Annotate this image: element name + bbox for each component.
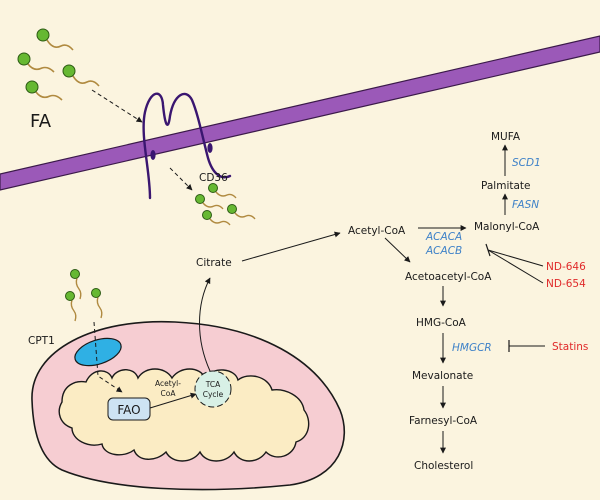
mufa-label: MUFA — [491, 131, 521, 143]
fatty-acid-molecule — [227, 204, 256, 220]
fatty-acid-molecule — [25, 80, 63, 101]
mitochondrion — [31, 320, 346, 491]
tca-cycle — [194, 370, 232, 408]
acetoacetyl-coa-label: Acetoacetyl-CoA — [405, 271, 492, 283]
statins-label: Statins — [552, 341, 588, 353]
fatty-acid-molecule — [62, 64, 100, 87]
fatty-acid-molecule — [91, 288, 103, 319]
fatty-acid-molecule — [208, 183, 237, 199]
acaca-gene: ACACA — [425, 231, 462, 243]
cd36-receptor — [142, 92, 232, 200]
arrow-acetyl-coa-to-acetoacetyl-coa — [384, 237, 411, 263]
palmitate-label: Palmitate — [481, 180, 531, 192]
cholesterol-label: Cholesterol — [414, 460, 473, 472]
arrow-tca-to-citrate — [199, 277, 211, 372]
fatty-acid-cluster-cpt1 — [65, 269, 103, 322]
fatty-acid-molecule — [195, 194, 224, 210]
nd654-label: ND-654 — [546, 278, 586, 290]
arrow-cpt1-to-fao — [93, 321, 123, 393]
fatty-acid-molecule — [202, 210, 231, 226]
mevalonate-label: Mevalonate — [412, 370, 473, 382]
fatty-acid-molecule — [65, 291, 77, 322]
malonyl-coa-label: Malonyl-CoA — [474, 221, 540, 233]
inhibition-line-nd654 — [487, 249, 544, 284]
hmg-coa-label: HMG-CoA — [416, 317, 467, 329]
fao-label: FAO — [117, 403, 140, 417]
acetyl-coa-label: Acetyl-CoA — [348, 225, 406, 237]
inhibition-bar-acc — [485, 243, 491, 257]
nd646-label: ND-646 — [546, 261, 586, 273]
fa-label: FA — [30, 111, 52, 132]
arrow-cd36-to-cytoplasm — [169, 167, 193, 191]
cpt1-label: CPT1 — [28, 335, 55, 347]
tca-label-line2: Cycle — [203, 390, 224, 399]
inhibition-line-nd646 — [487, 249, 544, 267]
cpt1-transporter — [74, 337, 122, 367]
scd1-gene: SCD1 — [512, 157, 541, 169]
mito-acetyl-coa-label-line1: Acetyl- — [155, 379, 181, 388]
citrate-label: Citrate — [196, 257, 232, 269]
fasn-gene: FASN — [512, 199, 539, 211]
mito-acetyl-coa-label-line2: CoA — [161, 389, 177, 398]
farnesyl-coa-label: Farnesyl-CoA — [409, 415, 478, 427]
fatty-acid-molecule — [17, 52, 55, 73]
acacb-gene: ACACB — [425, 245, 462, 257]
hmgcr-gene: HMGCR — [452, 342, 492, 354]
arrow-citrate-to-acetyl-coa — [241, 231, 341, 262]
tca-label-line1: TCA — [205, 380, 221, 389]
cd36-label: CD36 — [199, 172, 228, 184]
fatty-acid-molecule — [36, 28, 74, 51]
cell-membrane — [0, 35, 600, 191]
arrow-fa-to-cd36 — [91, 89, 143, 123]
fatty-acid-molecule — [70, 269, 82, 300]
fao-box — [107, 397, 151, 421]
fatty-acid-cluster-outside — [17, 28, 100, 101]
fatty-acid-cluster-inside — [195, 183, 256, 226]
arrow-fao-to-acetyl-coa — [149, 392, 197, 409]
